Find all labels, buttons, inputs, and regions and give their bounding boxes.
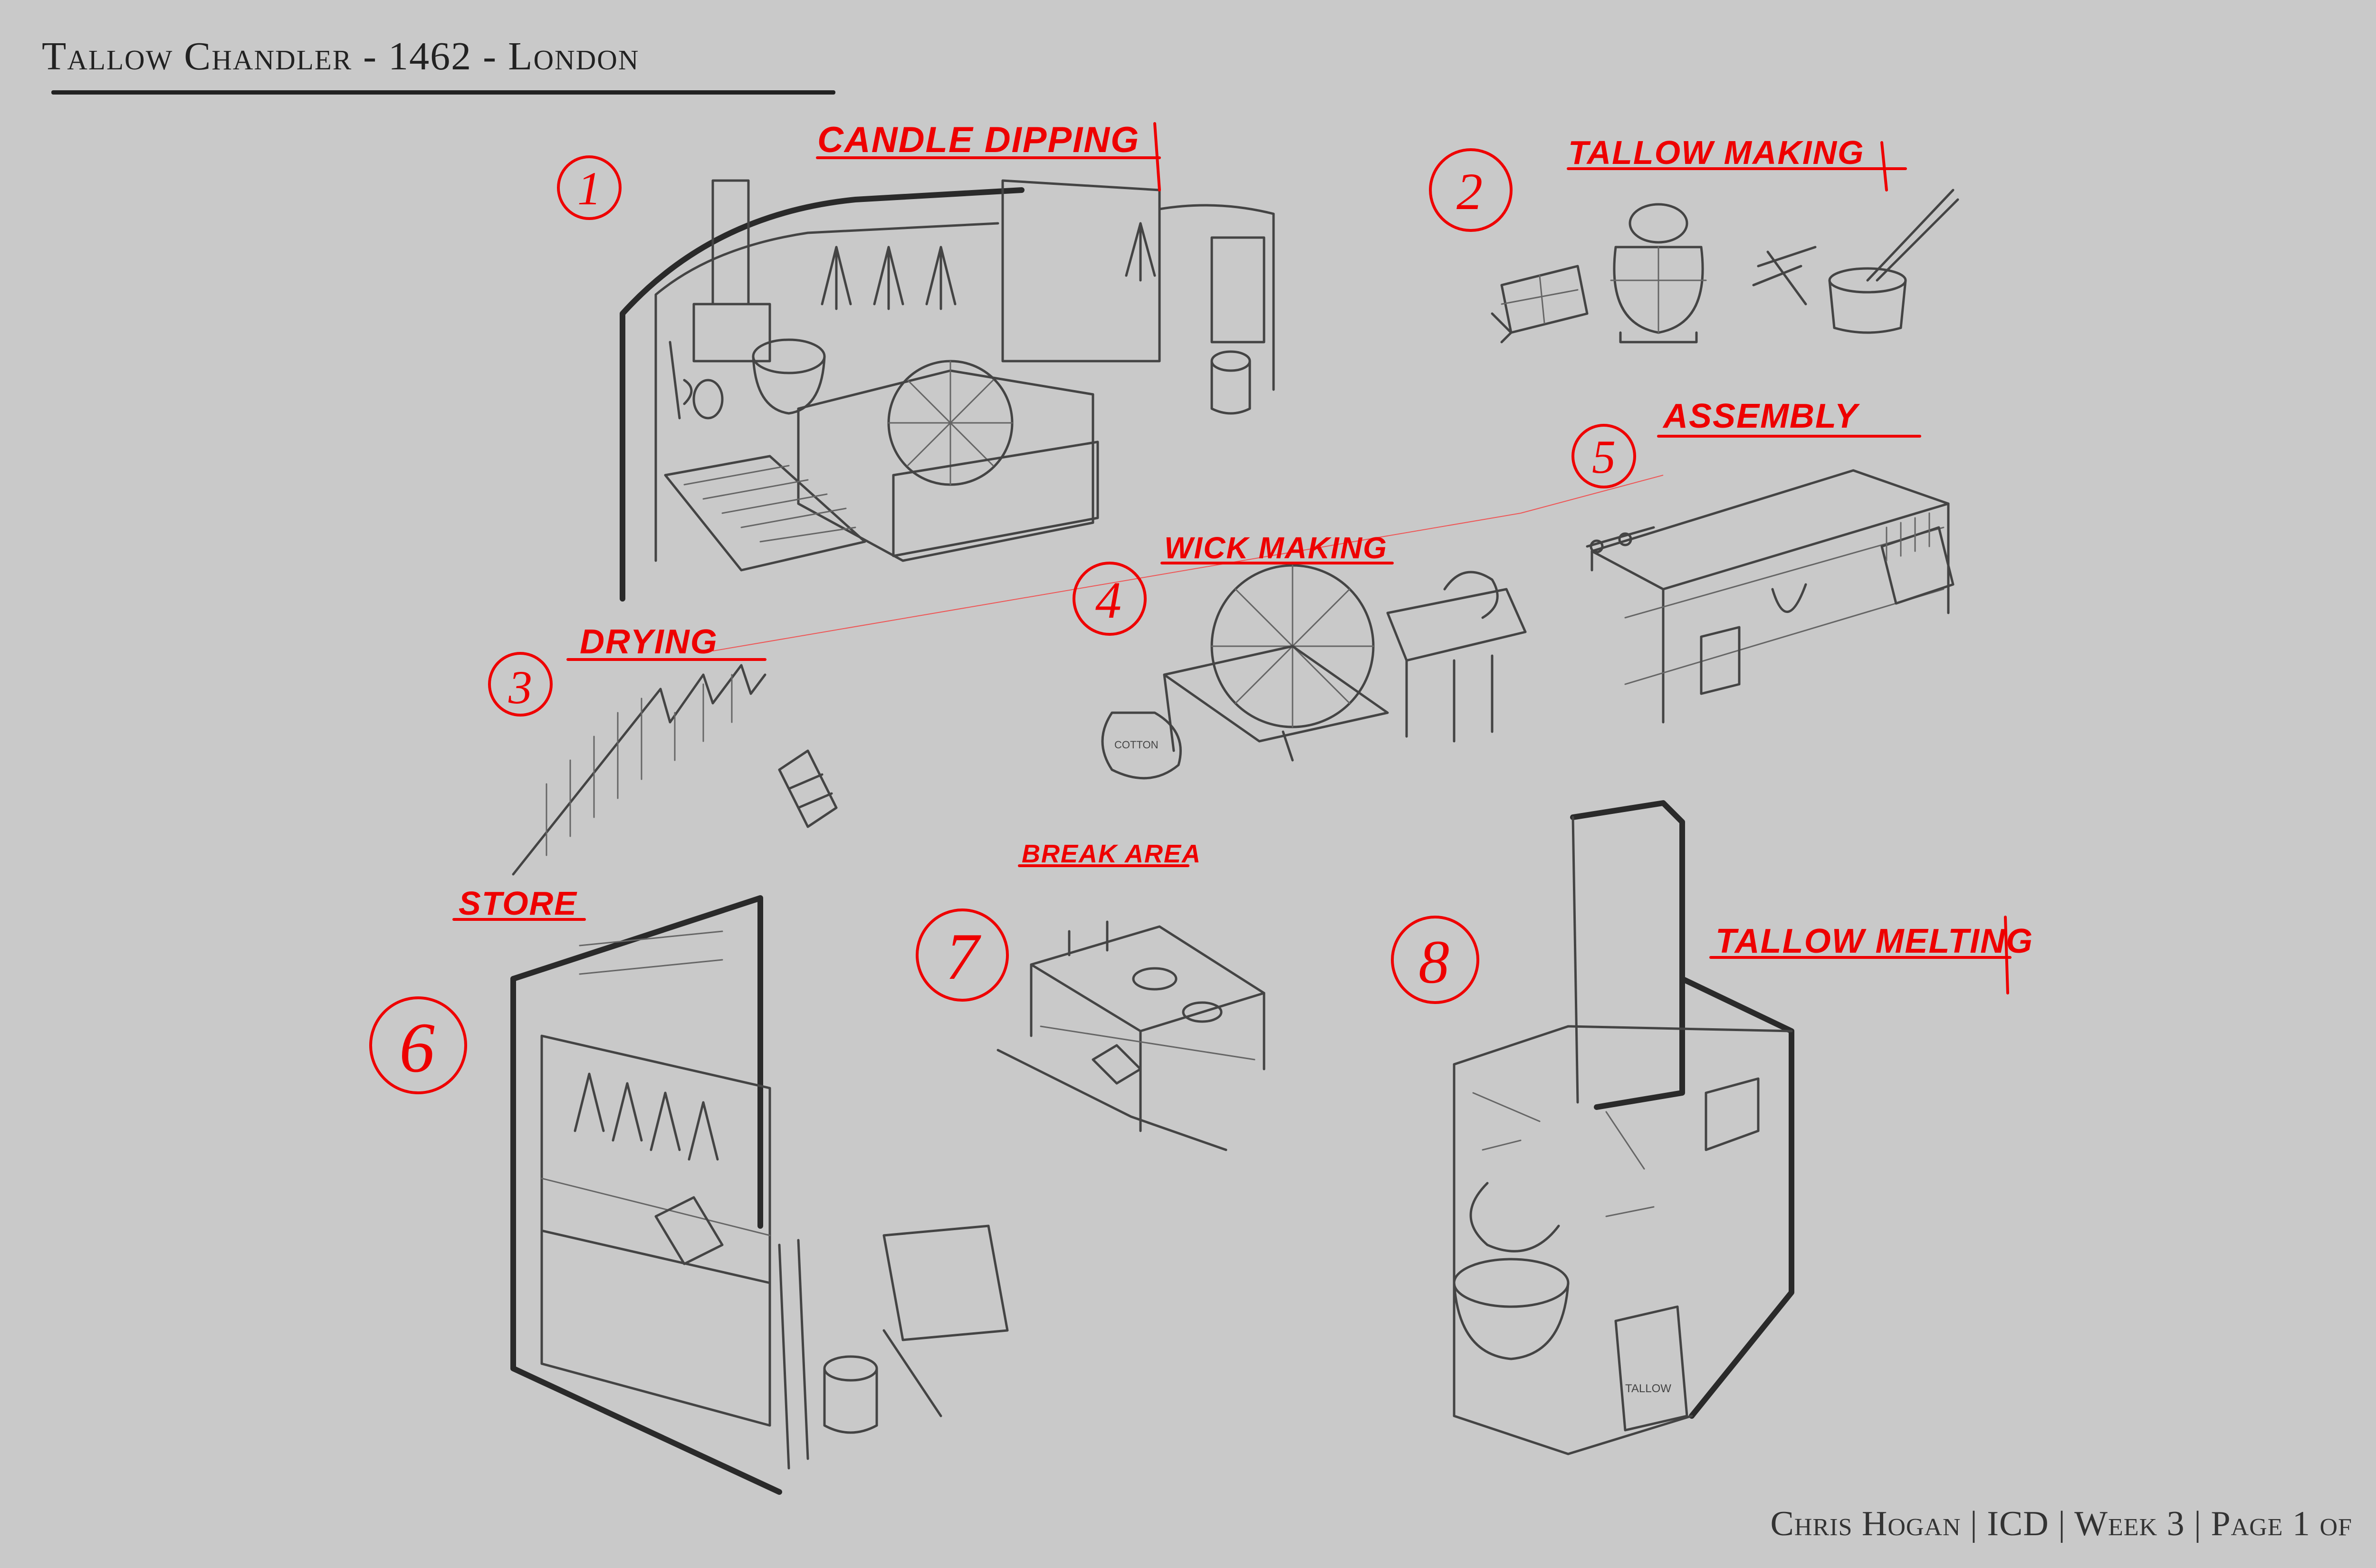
bowl (1182, 1001, 1223, 1023)
station-wick-making: COTTON (1101, 564, 1527, 780)
station-number: 8 (1418, 928, 1449, 996)
label-break-area: BREAK AREA (1022, 840, 1201, 868)
wick-table (1386, 588, 1527, 662)
hanging-candles (821, 222, 1156, 310)
hanging-candles (574, 930, 723, 1161)
station-number: 2 (1456, 163, 1483, 220)
station-number: 4 (1095, 571, 1121, 629)
store-sign (882, 1224, 1009, 1341)
perspective-guide (712, 513, 1521, 651)
crate-stack (1491, 265, 1589, 344)
title-underline (51, 90, 835, 95)
label-assembly: ASSEMBLY (1662, 397, 1860, 435)
dipping-trough (892, 440, 1099, 557)
tallow-tools (1752, 246, 1817, 306)
cauldron (752, 338, 826, 374)
barrel (1210, 350, 1251, 372)
break-table (1030, 925, 1265, 1033)
station-number: 1 (577, 162, 601, 215)
station-number-circle (488, 652, 553, 717)
spiral-stair (1469, 1182, 1560, 1252)
label-wick-making: WICK MAKING (1164, 531, 1388, 565)
station-number-circle (1391, 916, 1479, 1004)
store-counter-window (540, 1034, 771, 1284)
station-number-circle (369, 996, 467, 1094)
label-tallow-making: TALLOW MAKING (1568, 134, 1864, 171)
wooden-panel (1001, 179, 1161, 363)
station-number-circle (916, 908, 1009, 1002)
station-number: 3 (508, 661, 532, 714)
station-number: 6 (399, 1008, 435, 1087)
stairs (664, 455, 866, 572)
ledger-book (654, 1196, 724, 1265)
station-tallow-making (1491, 189, 1959, 344)
station-drying (512, 664, 838, 876)
station-candle-dipping (620, 179, 1275, 602)
wheel-bench (1163, 645, 1389, 743)
drying-rack (512, 664, 766, 876)
station-store (510, 895, 1009, 1495)
cotton-sack-label: COTTON (1114, 739, 1158, 751)
page-footer: Chris Hogan | ICD | Week 3 | Page 1 of (1770, 1504, 2352, 1543)
chimney-stack (1570, 800, 1685, 1110)
label-candle-dipping: CANDLE DIPPING (817, 120, 1140, 160)
label-tallow-melting: TALLOW MELTING (1715, 922, 2033, 960)
page-title: Tallow Chandler - 1462 - London (42, 34, 640, 78)
cotton-sack (1101, 711, 1182, 780)
station-assembly (1586, 469, 1954, 724)
tallow-bucket (1614, 1305, 1688, 1432)
store-left-wall (510, 976, 782, 1495)
station-number: 5 (1592, 430, 1616, 483)
station-number: 7 (946, 920, 981, 994)
station-tallow-melting: TALLOW (1453, 800, 1794, 1455)
plate (1132, 967, 1178, 991)
store-back-wall (510, 895, 763, 1229)
dipping-room-wall (620, 187, 1025, 602)
station-number-circle (1571, 424, 1636, 488)
tallow-bucket-label: TALLOW (1625, 1382, 1671, 1395)
station-number-circle (1429, 148, 1513, 232)
station-number-circle (557, 155, 622, 220)
jug (692, 379, 724, 420)
ladder (778, 749, 838, 828)
perspective-guide (1520, 475, 1664, 514)
hearth-side (1679, 976, 1794, 1419)
melting-cauldron (1453, 1258, 1570, 1308)
label-drying: DRYING (580, 623, 718, 661)
wick-crate (1880, 526, 1954, 605)
station-number-circle (1073, 562, 1147, 636)
station-break-area (996, 920, 1265, 1151)
barrel (823, 1355, 878, 1382)
label-store: STORE (459, 885, 577, 922)
tallow-pot (1629, 203, 1688, 244)
hearth-window (1705, 1077, 1760, 1151)
